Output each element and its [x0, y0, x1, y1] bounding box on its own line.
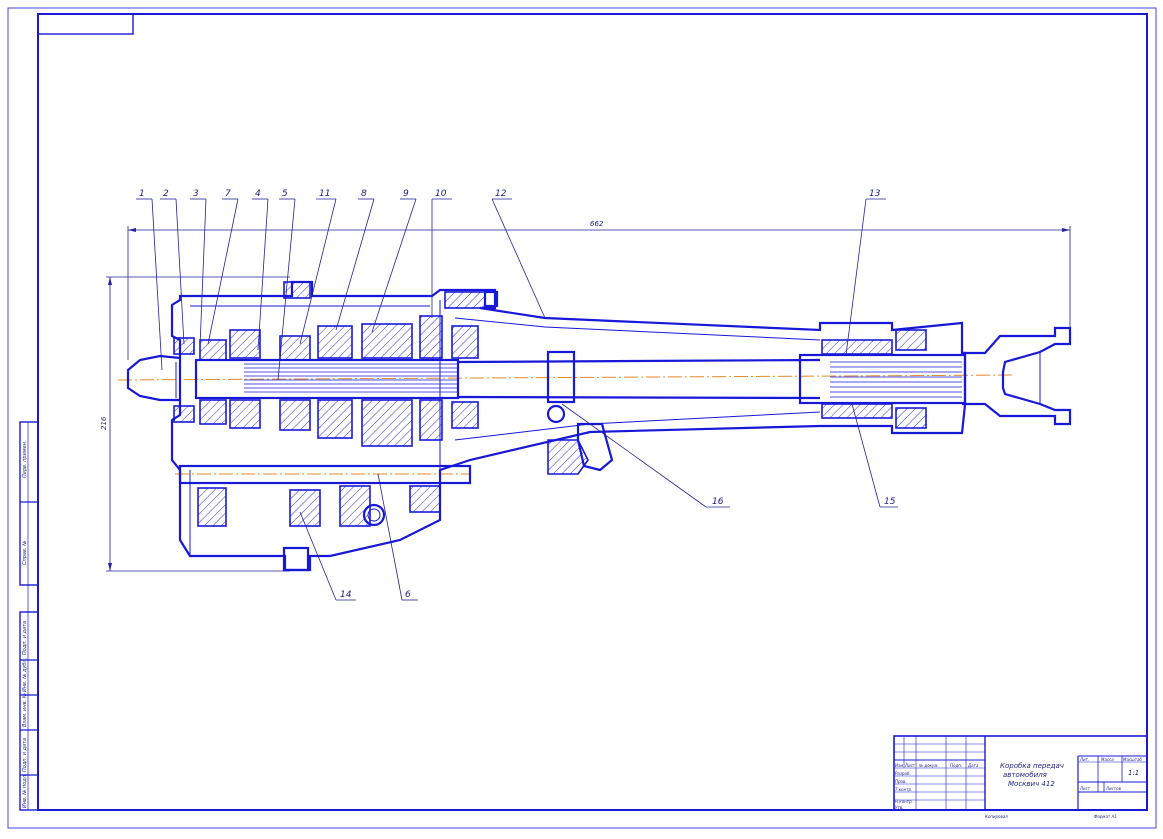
- tb-scale-header: Масштаб: [1123, 757, 1143, 762]
- callout-13: 13: [869, 189, 881, 199]
- tb-col-sign: Подп.: [950, 763, 962, 768]
- length-dimension: 662: [590, 220, 604, 228]
- callouts: 1 2 3 7 4 5 11 8 9 10 12 13 16 15 14 6: [136, 189, 898, 601]
- side-label-7: Инв. № подл.: [22, 774, 28, 809]
- tb-footer-copied: Копировал: [985, 814, 1008, 819]
- tb-footer-format: Формат А1: [1094, 814, 1117, 819]
- side-label-2: Справ. №: [22, 541, 28, 565]
- callout-1: 1: [139, 189, 145, 199]
- tb-col-izm: Изм: [895, 763, 903, 768]
- height-dimension: 216: [100, 416, 108, 430]
- sheet-scale: 1:1: [1128, 769, 1139, 777]
- drawing-title-line-3: Москвич 412: [1008, 780, 1055, 788]
- callout-16: 16: [712, 497, 724, 507]
- callout-9: 9: [403, 189, 409, 199]
- sheet-frame: [7, 7, 1157, 829]
- drawing-title-line-1: Коробка передач: [1000, 762, 1064, 770]
- centre-axes: [117, 374, 1016, 475]
- title-block: Изм Лист № докум. Подп. Дата Разраб. Про…: [893, 735, 1148, 819]
- tb-row-tkontr: Т.контр.: [895, 787, 912, 792]
- callout-15: 15: [884, 497, 896, 507]
- callout-7: 7: [225, 189, 231, 199]
- main-shaft-splines: [244, 363, 458, 393]
- callout-8: 8: [361, 189, 367, 199]
- callout-2: 2: [163, 189, 169, 199]
- side-strip: Перв. примен. Справ. № Подп. и дата Инв.…: [19, 421, 39, 811]
- side-label-4: Инв. № дубл.: [22, 658, 28, 692]
- callout-10: 10: [435, 189, 447, 199]
- gearbox-section: [126, 280, 1072, 572]
- dimensions: 662 216: [100, 220, 1071, 572]
- tb-row-nkontr: Н.контр.: [895, 799, 913, 804]
- tb-col-date: Дата: [967, 763, 979, 768]
- callout-5: 5: [282, 189, 288, 199]
- side-label-3: Подп. и дата: [22, 621, 28, 655]
- tb-row-razrab: Разраб.: [895, 771, 911, 776]
- callout-6: 6: [405, 590, 411, 600]
- callout-3: 3: [193, 189, 199, 199]
- output-shaft-splines: [830, 361, 962, 398]
- side-label-6: Подп. и дата: [22, 738, 28, 772]
- callout-4: 4: [255, 189, 261, 199]
- tb-row-prov: Пров.: [895, 779, 907, 784]
- tb-lit-header: Лит.: [1079, 757, 1089, 762]
- drawing-title-line-2: автомобиля: [1003, 771, 1047, 779]
- callout-12: 12: [495, 189, 507, 199]
- tb-mass-header: Масса: [1101, 757, 1114, 762]
- tb-col-list: Лист: [904, 763, 916, 768]
- side-label-5: Взам. инв. №: [22, 693, 28, 727]
- tb-sheets-label: Листов: [1105, 786, 1122, 791]
- tb-sheet-label: Лист: [1079, 786, 1091, 791]
- callout-11: 11: [319, 189, 330, 199]
- side-label-1: Перв. примен.: [22, 440, 28, 478]
- tb-row-utv: Утв.: [895, 805, 903, 810]
- tb-col-doc: № докум.: [918, 763, 939, 768]
- callout-14: 14: [340, 590, 352, 600]
- title-block-grid: [894, 736, 985, 810]
